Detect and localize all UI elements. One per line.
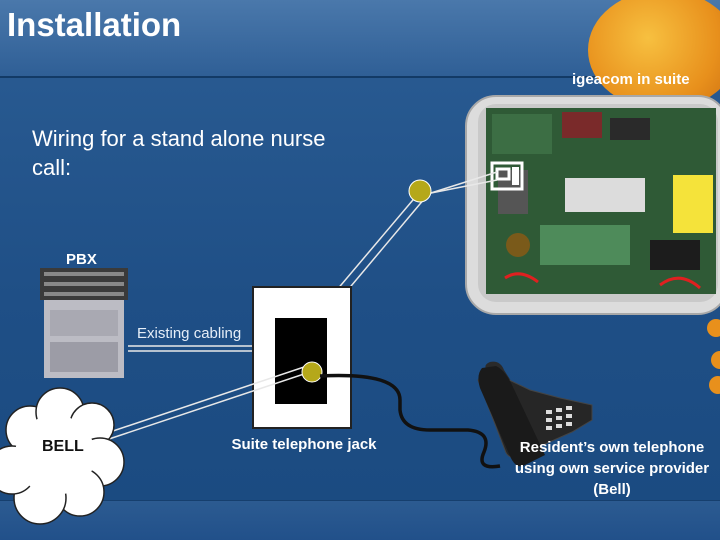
suite-telephone-jack	[252, 286, 352, 429]
pbx-label: PBX	[66, 251, 97, 268]
wire-bell-to-jack	[97, 365, 311, 443]
connector-icon	[408, 179, 432, 203]
page-title: Installation	[7, 6, 182, 43]
telephone-icon	[477, 361, 593, 467]
pbx-cabinet-icon	[40, 268, 128, 378]
circuit-board-icon	[486, 108, 716, 294]
diagram-subtitle: Wiring for a stand alone nurse call:	[32, 126, 326, 180]
rj11-plug-icon	[490, 161, 524, 191]
cloud-icon	[0, 387, 125, 525]
igeacom-device	[465, 95, 720, 394]
device-label: igeacom in suite	[572, 71, 690, 88]
decorative-orb	[588, 0, 720, 110]
footer-bar	[0, 500, 720, 540]
resident-phone-label: Resident’s own telephone using own servi…	[514, 439, 710, 498]
jack-connector-icon	[301, 361, 323, 383]
jack-label: Suite telephone jack	[231, 436, 377, 453]
bell-label: BELL	[42, 438, 84, 455]
telephone-cord	[319, 373, 501, 469]
cabling-label: Existing cabling	[137, 325, 242, 342]
